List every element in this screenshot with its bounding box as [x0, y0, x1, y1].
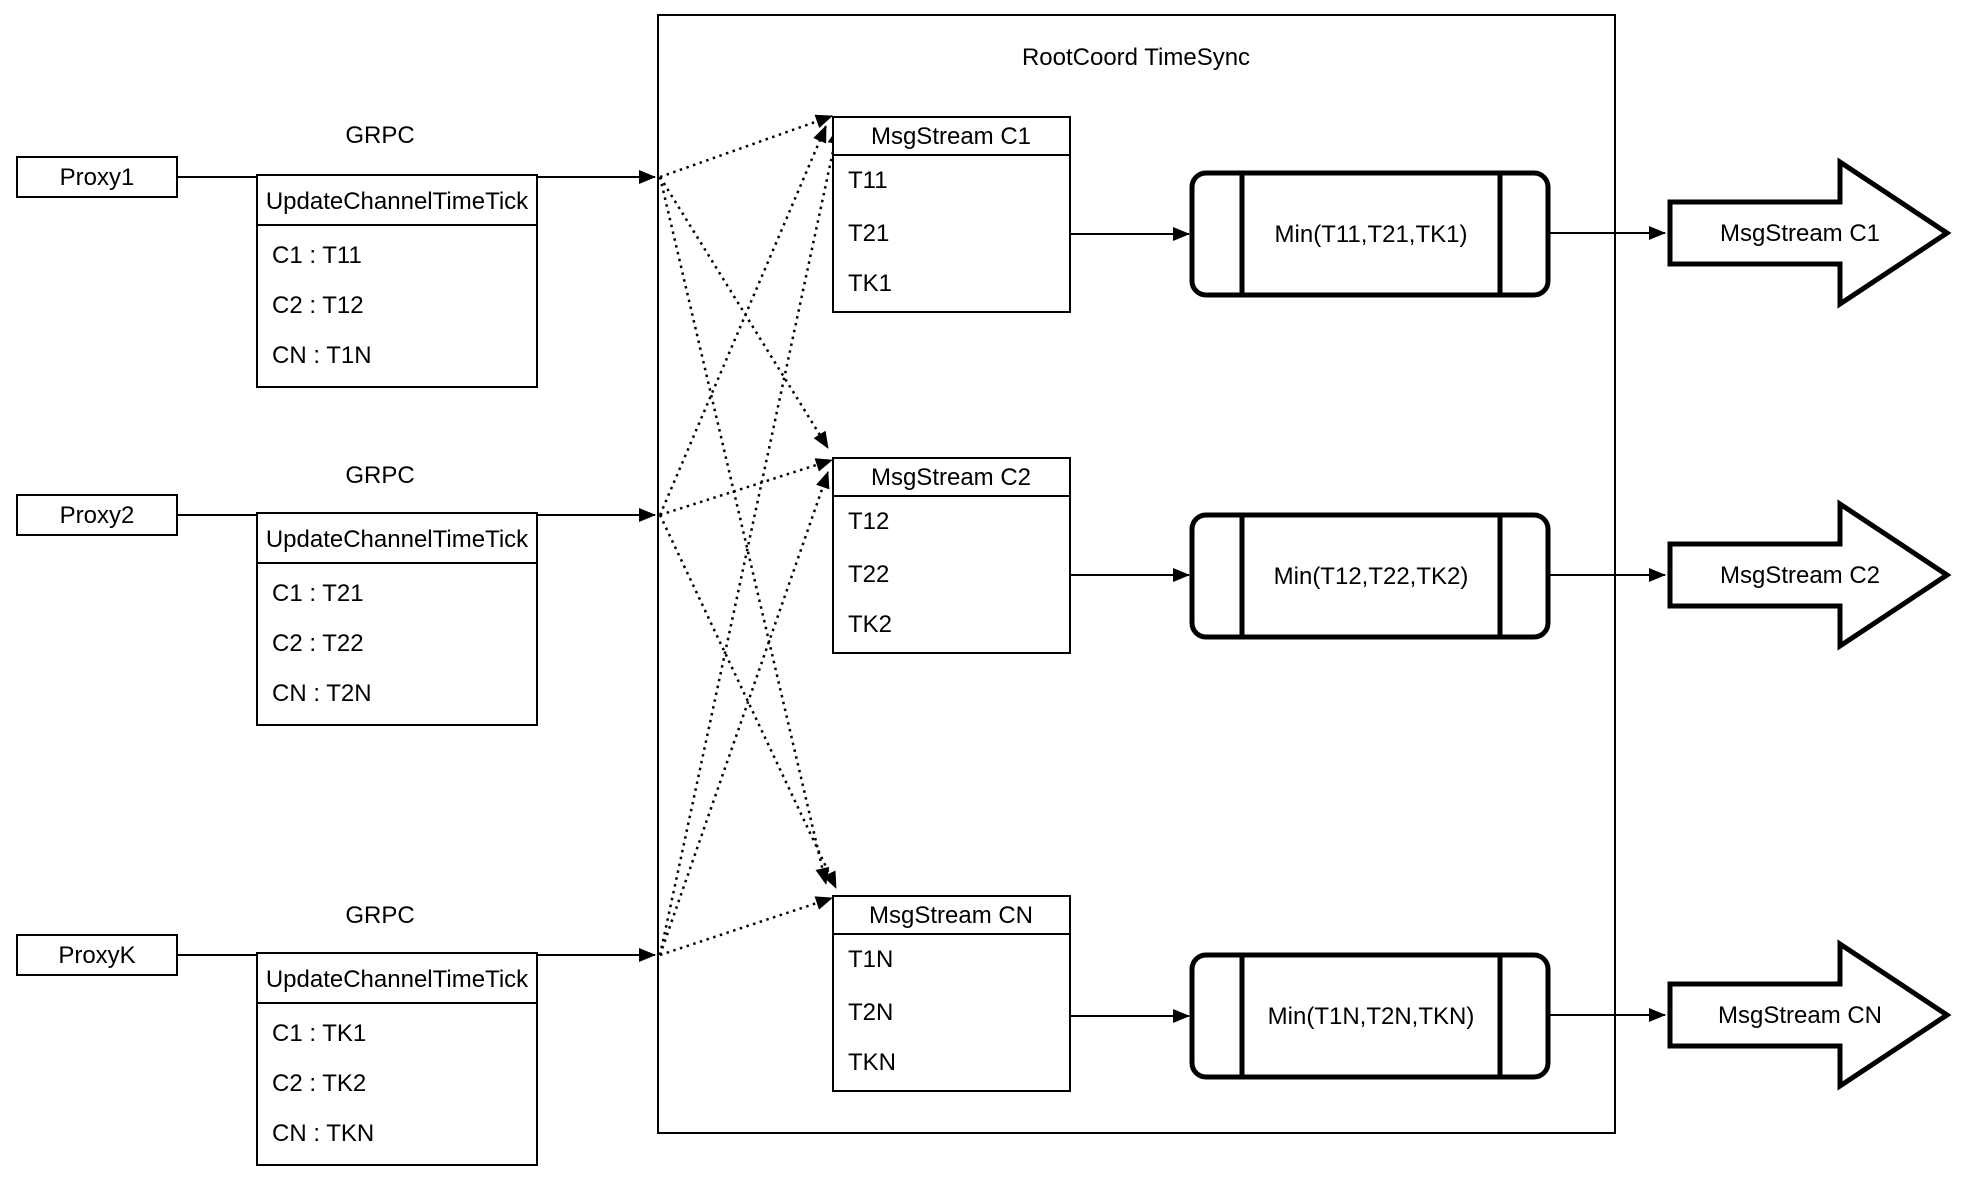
proxyk-node	[16, 934, 178, 976]
timetick-edge-p2-c2	[659, 458, 833, 517]
rootcoord-title: RootCoord TimeSync	[1022, 44, 1250, 71]
proxyk-timetick-row-c1: C1 : TK1	[272, 1020, 366, 1047]
grpc-edge-label-2: GRPC	[345, 462, 414, 489]
msgstream-cn-output-arrow	[1667, 939, 1952, 1091]
timetick-edge-p2-cn	[658, 514, 838, 889]
timetick-edge-p2-c1	[658, 125, 828, 516]
msgstream-c1-row-2: T21	[848, 220, 889, 247]
proxy2-timetick-table	[256, 512, 538, 726]
proxy2-timetick-row-cn: CN : T2N	[272, 680, 372, 707]
proxyk-timetick-table	[256, 952, 538, 1166]
proxy1-timetick-table-header: UpdateChannelTimeTick	[266, 188, 529, 215]
grpc-edge-label-3: GRPC	[345, 902, 414, 929]
proxyk-timetick-row-cn: CN : TKN	[272, 1120, 374, 1147]
grpc-edge-label-1: GRPC	[345, 122, 414, 149]
msgstream-cn-output-label: MsgStream CN	[1718, 1002, 1882, 1029]
min-process-2-label: Min(T12,T22,TK2)	[1274, 563, 1469, 590]
min-process-3-label: Min(T1N,T2N,TKN)	[1268, 1003, 1475, 1030]
msgstream-c1-table	[832, 116, 1071, 313]
timetick-edge-pk-c2	[658, 471, 830, 956]
timetick-edge-p1-c1	[659, 114, 833, 179]
proxy2-label: Proxy2	[60, 502, 135, 529]
msgstream-c2-header: MsgStream C2	[871, 464, 1031, 491]
proxyk-timetick-row-c2: C2 : TK2	[272, 1070, 366, 1097]
proxy2-timetick-table-header: UpdateChannelTimeTick	[266, 526, 529, 553]
proxy2-timetick-row-c1: C1 : T21	[272, 580, 364, 607]
proxy1-timetick-row-cn: CN : T1N	[272, 342, 372, 369]
timetick-edge-p1-cn	[658, 176, 830, 885]
msgstream-c2-row-2: T22	[848, 561, 889, 588]
msgstream-c1-output-arrow	[1667, 157, 1952, 309]
proxy1-timetick-row-c1: C1 : T11	[272, 242, 362, 269]
proxy2-node	[16, 494, 178, 536]
timetick-edge-pk-c1	[658, 127, 842, 956]
msgstream-c2-output-arrow	[1667, 499, 1952, 651]
timetick-edge-pk-cn	[659, 896, 833, 957]
proxy1-label: Proxy1	[60, 164, 135, 191]
proxy2-timetick-row-c2: C2 : T22	[272, 630, 364, 657]
msgstream-cn-row-2: T2N	[848, 999, 893, 1026]
msgstream-cn-table	[832, 895, 1071, 1092]
proxyk-label: ProxyK	[58, 942, 135, 969]
proxy1-node	[16, 156, 178, 198]
msgstream-c2-table	[832, 457, 1071, 654]
msgstream-c2-row-1: T12	[848, 508, 889, 535]
proxy1-timetick-row-c2: C2 : T12	[272, 292, 364, 319]
msgstream-cn-row-3: TKN	[848, 1049, 896, 1076]
msgstream-c2-row-3: TK2	[848, 611, 892, 638]
proxyk-timetick-table-header: UpdateChannelTimeTick	[266, 966, 529, 993]
msgstream-cn-header: MsgStream CN	[869, 902, 1033, 929]
msgstream-cn-row-1: T1N	[848, 946, 893, 973]
msgstream-c1-row-3: TK1	[848, 270, 892, 297]
min-process-1-label: Min(T11,T21,TK1)	[1275, 221, 1468, 248]
proxy1-timetick-table	[256, 174, 538, 388]
msgstream-c1-output-label: MsgStream C1	[1720, 220, 1880, 247]
msgstream-c1-row-1: T11	[848, 167, 888, 194]
msgstream-c2-output-label: MsgStream C2	[1720, 562, 1880, 589]
msgstream-c1-header: MsgStream C1	[871, 123, 1031, 150]
